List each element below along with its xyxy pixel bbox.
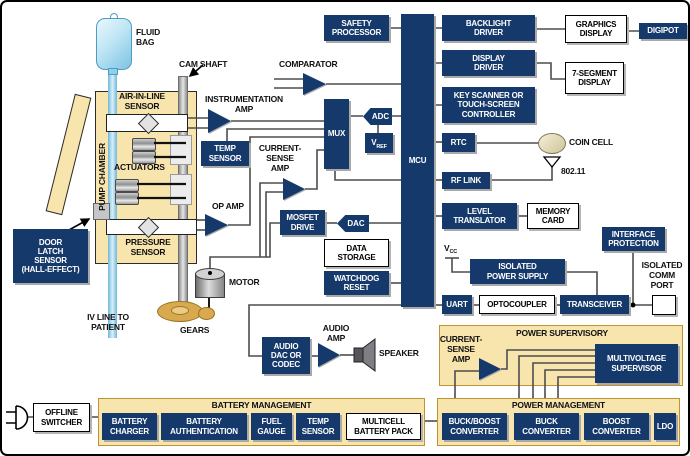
power-supervisory-title: POWER SUPERVISORY	[515, 328, 608, 338]
isolated-comm-port-box	[652, 295, 676, 315]
isolated-comm-port-label: ISOLATED COMM PORT	[641, 260, 683, 290]
battery-charger-box: BATTERY CHARGER	[102, 413, 157, 440]
cam-shaft-label: CAM SHAFT	[179, 59, 228, 69]
gear-small	[198, 307, 215, 320]
offline-switcher-box: OFFLINE SWITCHER	[33, 403, 90, 432]
temp-sensor-box: TEMP SENSOR	[201, 141, 249, 166]
instrumentation-amp-triangle	[208, 109, 231, 133]
supervisory-cs-amp-label: CURRENT- SENSE AMP	[439, 334, 483, 364]
iv-line-label: IV LINE TO PATIENT	[87, 312, 129, 332]
multivoltage-supervisor-box: MULTIVOLTAGE SUPERVISOR	[595, 344, 678, 383]
level-translator-box: LEVEL TRANSLATOR	[442, 203, 517, 229]
boost-converter-box: BOOST CONVERTER	[584, 413, 649, 440]
memory-card-box: MEMORY CARD	[527, 203, 579, 229]
dac-box: DAC	[337, 215, 369, 232]
mux-box: MUX	[324, 99, 349, 169]
adc-box: ADC	[363, 108, 392, 125]
vcc-sub: CC	[449, 249, 458, 255]
safety-processor-box: SAFETY PROCESSOR	[324, 15, 389, 41]
door-latch-sensor-box: DOOR LATCH SENSOR (HALL-EFFECT)	[13, 229, 88, 283]
watchdog-reset-box: WATCHDOG RESET	[324, 271, 389, 295]
actuator-cylinder-3	[115, 179, 139, 192]
buck-converter-box: BUCK CONVERTER	[514, 413, 579, 440]
actuator-cylinder-1	[132, 138, 156, 151]
optocoupler-box: OPTOCOUPLER	[479, 295, 555, 314]
power-management-title: POWER MANAGEMENT	[511, 400, 606, 410]
actuators-label: ACTUATORS	[114, 162, 165, 172]
vref-v: V	[371, 138, 377, 148]
iv-line-tube	[108, 74, 117, 338]
digipot-box: DIGIPOT	[639, 23, 687, 39]
transceiver-box: TRANSCEIVER	[560, 295, 629, 314]
uart-box: UART	[442, 295, 472, 314]
battery-management-title: BATTERY MANAGEMENT	[211, 400, 312, 410]
fluid-bag-icon	[96, 18, 132, 70]
audio-dac-codec-box: AUDIO DAC OR CODEC	[262, 337, 310, 374]
door-latch-block	[93, 203, 110, 220]
comparator-amp-triangle	[303, 73, 326, 95]
rf-link-box: RF LINK	[442, 172, 490, 189]
air-in-line-sensor-label: AIR-IN-LINE SENSOR	[119, 91, 165, 111]
speaker-label: SPEAKER	[379, 348, 419, 358]
graphics-display-box: GRAPHICS DISPLAY	[565, 15, 627, 43]
fluid-bag-label: FLUID BAG	[136, 27, 161, 47]
mcu-box: MCU	[401, 14, 434, 307]
pressure-sensor-label: PRESSURE SENSOR	[125, 237, 171, 257]
current-sense-amp-triangle	[283, 178, 305, 200]
multicell-battery-pack-box: MULTICELL BATTERY PACK	[346, 413, 421, 440]
rtc-box: RTC	[442, 133, 475, 152]
op-amp-triangle	[205, 214, 228, 236]
audio-amp-label: AUDIO AMP	[322, 323, 350, 343]
coin-cell-label: COIN CELL	[569, 137, 614, 147]
supervisory-cs-amp-triangle	[479, 358, 501, 380]
current-sense-amp-label: CURRENT- SENSE AMP	[258, 143, 302, 173]
coin-cell-icon	[538, 133, 566, 154]
motor-label: MOTOR	[229, 277, 260, 287]
pump-chamber-label: PUMP CHAMBER	[97, 143, 107, 211]
op-amp-label: OP AMP	[212, 201, 244, 211]
battery-authentication-box: BATTERY AUTHENTICATION	[161, 413, 247, 440]
ldo-box: LDO	[654, 413, 676, 440]
comparator-label: COMPARATOR	[279, 59, 338, 69]
gears-label: GEARS	[180, 325, 210, 335]
audio-amp-triangle	[318, 343, 340, 367]
data-storage-box: DATA STORAGE	[324, 239, 389, 267]
fluid-bag-neck	[108, 68, 118, 75]
seven-segment-display-box: 7-SEGMENT DISPLAY	[565, 62, 624, 94]
wifi-label: 802.11	[561, 166, 586, 176]
gear-large-hub	[171, 306, 189, 315]
instrumentation-amp-label: INSTRUMENTATION AMP	[205, 94, 283, 114]
buck-boost-converter-box: BUCK/BOOST CONVERTER	[442, 413, 507, 440]
interface-protection-box: INTERFACE PROTECTION	[602, 227, 665, 251]
temp-sensor-batt-box: TEMP SENSOR	[296, 413, 340, 440]
vcc-v: V	[444, 243, 450, 253]
fuel-gauge-box: FUEL GAUGE	[251, 413, 292, 440]
display-driver-box: DISPLAY DRIVER	[442, 50, 535, 76]
isolated-power-supply-box: ISOLATED POWER SUPPLY	[470, 259, 565, 284]
motor-shaft-dot	[208, 271, 212, 275]
key-scanner-box: KEY SCANNER OR TOUCH-SCREEN CONTROLLER	[442, 87, 535, 123]
mosfet-drive-box: MOSFET DRIVE	[280, 210, 325, 235]
vref-sub: REF	[376, 143, 387, 150]
backlight-driver-box: BACKLIGHT DRIVER	[442, 15, 535, 41]
